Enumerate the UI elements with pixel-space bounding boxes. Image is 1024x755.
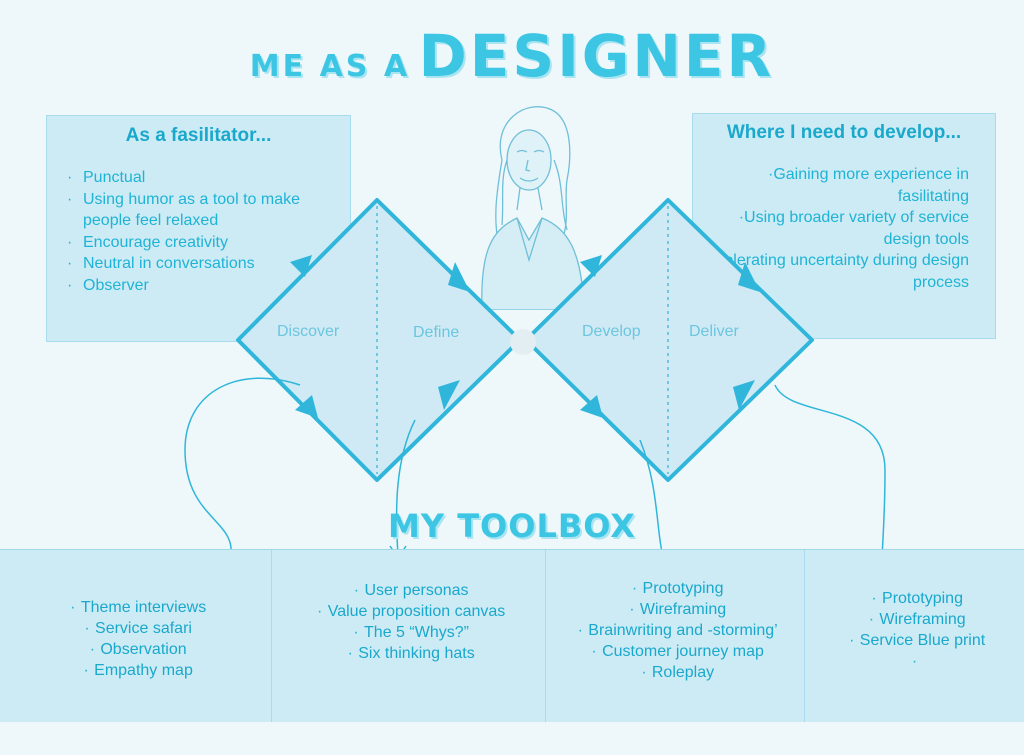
arrow-icon xyxy=(733,380,755,410)
toolbox-column-develop: ·Prototyping ·Wireframing ·Brainwriting … xyxy=(546,550,805,722)
arrow-icon xyxy=(448,262,470,292)
list-item: ·Using broader variety of service design… xyxy=(738,209,969,248)
toolbox-column-deliver: ·Prototyping ·Wireframing ·Service Blue … xyxy=(805,550,1024,722)
list-item: ·Neutral in conversations xyxy=(67,255,255,272)
arrow-icon xyxy=(580,395,603,418)
phase-develop: Develop xyxy=(582,323,641,340)
phase-define: Define xyxy=(413,324,460,341)
arrow-icon xyxy=(290,255,312,277)
facilitator-list: ·Punctual ·Using humor as a tool to make… xyxy=(47,167,350,296)
list-item: ·Roleplay xyxy=(641,664,715,681)
flow-arrows xyxy=(290,255,760,418)
list-item: ·Service Blue print xyxy=(849,632,986,649)
phase-discover: Discover xyxy=(277,323,340,340)
list-item: ·Service safari xyxy=(84,620,192,637)
list-item: ·Six thinking hats xyxy=(347,645,475,662)
page-title: ME AS A DESIGNER xyxy=(0,22,1024,90)
toolbox-strip: ·Theme interviews ·Service safari ·Obser… xyxy=(0,549,1024,722)
list-item: ·Encourage creativity xyxy=(67,233,228,251)
list-item: ·The 5 “Whys?” xyxy=(353,624,469,641)
arrow-icon xyxy=(438,380,460,410)
list-item: ·Observer xyxy=(67,276,149,294)
diamond-right xyxy=(524,198,814,482)
develop-list: ·Gaining more experience in fasilitating… xyxy=(693,164,995,293)
title-main: DESIGNER xyxy=(418,22,775,90)
list-item: ·Wireframing xyxy=(629,601,727,618)
toolbox-title: MY TOOLBOX xyxy=(388,507,636,545)
list-item: · xyxy=(911,653,918,670)
list-item: ·Customer journey map xyxy=(591,643,764,660)
list-item: ·Wireframing xyxy=(868,611,966,628)
list-item: ·Prototyping xyxy=(871,590,963,607)
list-item: ·Theme interviews xyxy=(70,599,207,616)
arrow-icon xyxy=(295,395,318,418)
toolbox-column-discover: ·Theme interviews ·Service safari ·Obser… xyxy=(0,550,272,722)
develop-heading: Where I need to develop... xyxy=(726,122,962,143)
center-node xyxy=(510,329,536,355)
portrait-illustration xyxy=(481,106,585,310)
toolbox-column-define: ·User personas ·Value proposition canvas… xyxy=(272,550,546,722)
list-item: ·Observation xyxy=(89,641,187,658)
arrow-icon xyxy=(738,262,760,292)
phase-deliver: Deliver xyxy=(689,323,739,340)
title-prefix: ME AS A xyxy=(249,49,411,84)
list-item: ·Tolerating uncertainty during design pr… xyxy=(711,252,969,291)
list-item: ·Using humor as a tool to make people fe… xyxy=(67,190,300,230)
list-item: ·Prototyping xyxy=(631,580,724,597)
list-item: ·User personas xyxy=(353,582,469,599)
list-item: ·Punctual xyxy=(67,169,146,186)
list-item: ·Gaining more experience in fasilitating xyxy=(768,166,969,205)
facilitator-heading: As a fasilitator... xyxy=(125,125,272,146)
list-item: ·Brainwriting and -storming’ xyxy=(577,622,778,639)
list-item: ·Empathy map xyxy=(83,662,193,679)
arrow-icon xyxy=(580,255,602,277)
list-item: ·Value proposition canvas xyxy=(317,603,506,620)
